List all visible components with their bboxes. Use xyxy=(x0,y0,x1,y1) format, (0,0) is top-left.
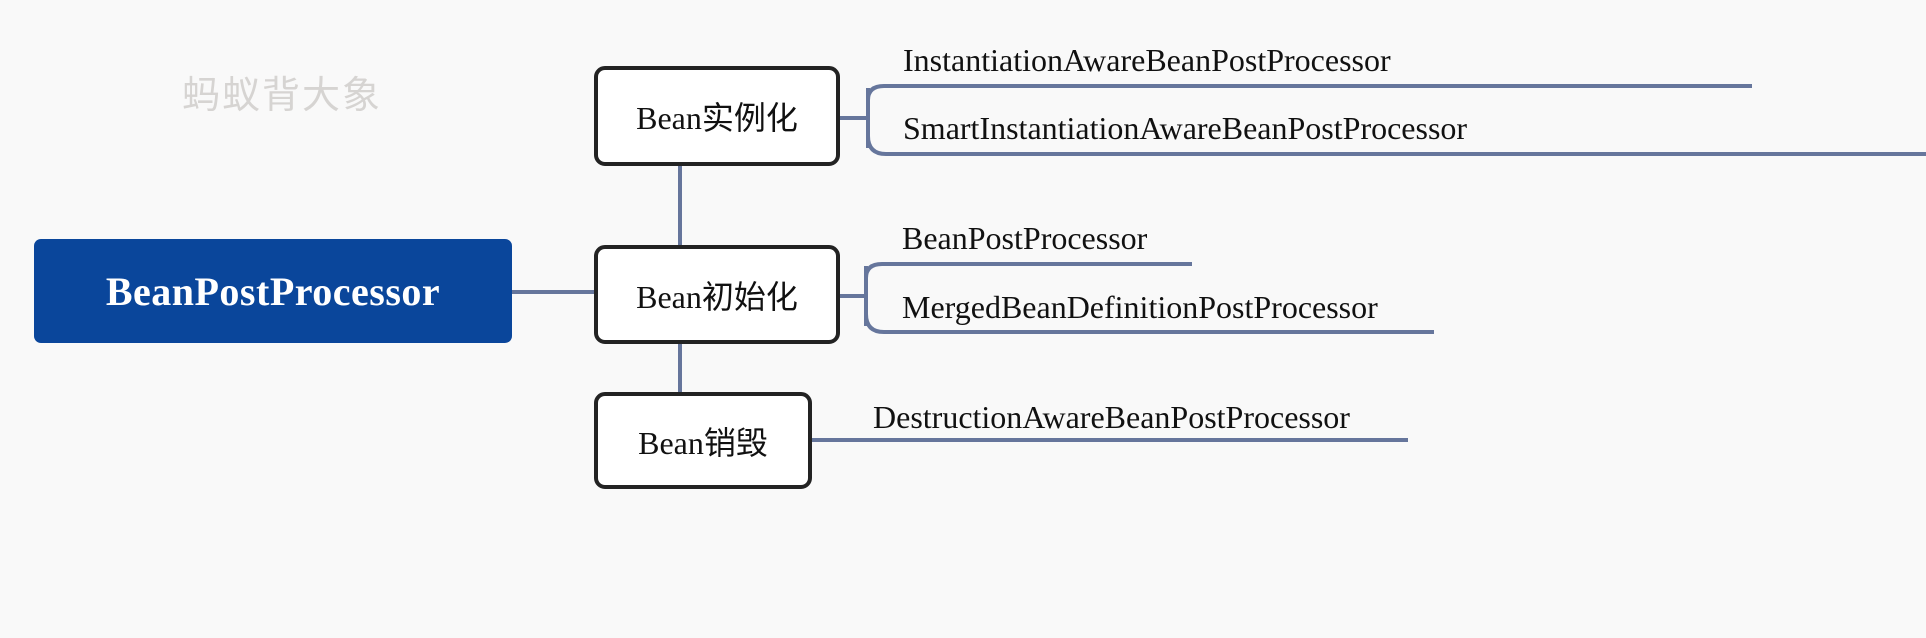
leaf-2b-underline xyxy=(864,313,1434,334)
leaf-label-instantiation-aware[interactable]: InstantiationAwareBeanPostProcessor xyxy=(903,42,1391,78)
root-node-label: BeanPostProcessor xyxy=(105,268,441,314)
leaf-2a-underline xyxy=(864,262,1192,279)
leaf-label-merged-bean-definition[interactable]: MergedBeanDefinitionPostProcessor xyxy=(902,289,1378,325)
root-node[interactable]: BeanPostProcessor xyxy=(34,239,512,343)
leaf-1b-underline xyxy=(866,135,1926,156)
watermark-text: 蚂蚁背大象 xyxy=(182,73,383,117)
leaf-label-smart-instantiation-aware[interactable]: SmartInstantiationAwareBeanPostProcessor xyxy=(903,110,1468,146)
branch-node-label: Bean销毁 xyxy=(638,424,768,461)
branch-node-bean-destruction[interactable]: Bean销毁 xyxy=(594,392,812,489)
branch-node-label: Bean初始化 xyxy=(636,278,798,315)
leaf-label-destruction-aware[interactable]: DestructionAwareBeanPostProcessor xyxy=(873,399,1350,435)
branch-node-bean-instantiation[interactable]: Bean实例化 xyxy=(594,66,840,166)
branch-node-label: Bean实例化 xyxy=(636,100,798,136)
leaf-label-bean-post-processor[interactable]: BeanPostProcessor xyxy=(902,220,1148,256)
leaf-1a-underline xyxy=(866,84,1752,101)
branch-node-bean-initialization[interactable]: Bean初始化 xyxy=(594,245,840,344)
